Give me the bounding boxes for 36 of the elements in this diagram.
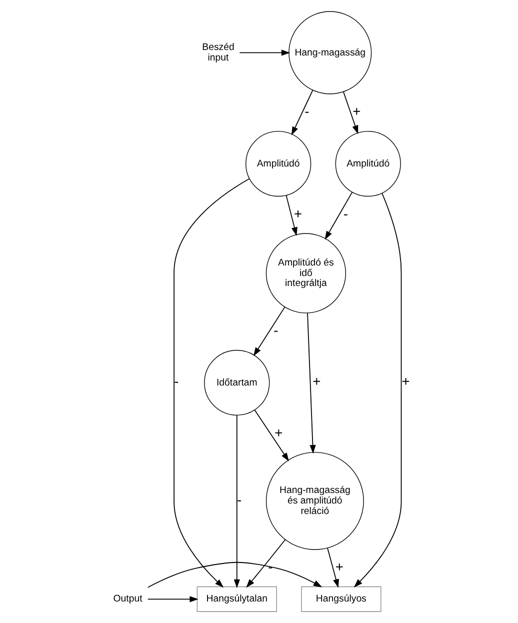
node-circle: Amplitúdó — [246, 130, 312, 197]
arrow — [291, 90, 314, 136]
node-box: Hangsúlytalan — [196, 586, 277, 612]
edge-label: + — [352, 103, 361, 120]
arrow — [324, 192, 353, 240]
node-circle: Amplitúdó és idő integráltja — [266, 233, 346, 314]
edge-label: + — [274, 424, 283, 440]
edge-label: + — [312, 373, 321, 390]
arrow — [246, 539, 286, 588]
node-text: Output — [113, 594, 142, 605]
arrow — [354, 192, 402, 588]
node-circle: Amplitúdó — [335, 130, 401, 197]
edge-label: - — [268, 558, 273, 575]
node-circle: Időtartam — [204, 350, 270, 416]
arrow — [343, 92, 358, 134]
arrow — [239, 50, 290, 56]
node-circle: Hang-magasság — [288, 11, 372, 94]
edge-label: - — [343, 205, 348, 222]
edge-label: - — [304, 103, 310, 120]
node-text: Beszéd input — [202, 42, 234, 64]
arrow — [147, 562, 322, 588]
edge-label: - — [174, 373, 179, 390]
edge-label: - — [274, 322, 278, 338]
edge-label: + — [335, 558, 344, 575]
arrow — [327, 548, 339, 588]
arrow — [253, 306, 286, 356]
arrow — [174, 178, 250, 588]
edge-label: - — [237, 491, 242, 508]
arrow — [234, 414, 240, 588]
edge-label: + — [402, 373, 410, 390]
edge-label: + — [294, 205, 302, 222]
node-box: Hangsúlyos — [301, 586, 382, 612]
arrow — [307, 312, 316, 454]
arrow — [286, 194, 298, 236]
arrow — [254, 409, 290, 462]
arrow — [147, 596, 198, 602]
